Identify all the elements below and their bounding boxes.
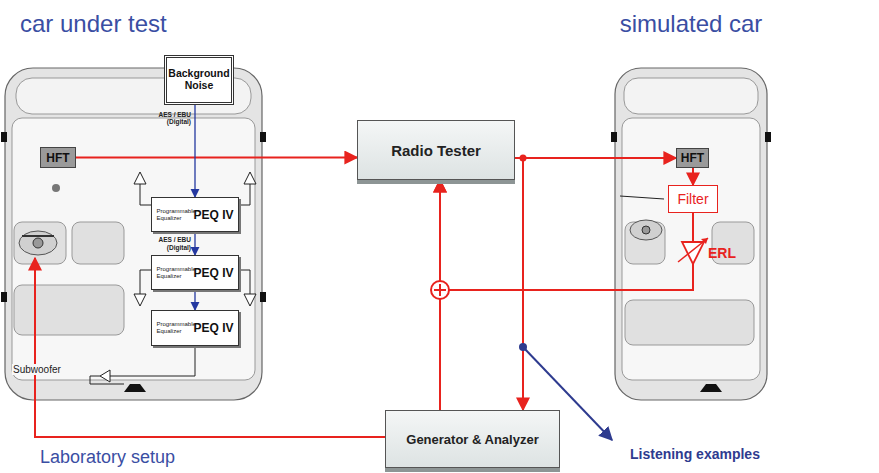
caption-label: Laboratory setup (40, 447, 175, 468)
node-text: Programmable Equalizer (156, 321, 190, 334)
radio-tester: Radio Tester (357, 120, 515, 180)
link-label: AES / EBU (Digital) (153, 111, 191, 125)
node-text: Programmable Equalizer (156, 208, 190, 221)
noise-source: Background Noise (164, 55, 234, 105)
node-text: Background Noise (167, 68, 231, 91)
node-text: Generator & Analyzer (406, 432, 538, 447)
filter-box: Filter (668, 185, 718, 213)
signal-line (692, 168, 694, 185)
generator-box: Generator & Analyzer (385, 410, 560, 468)
node-text: Programmable Equalizer (156, 266, 190, 279)
car-zone: simulated carHFTFilter (606, 6, 776, 46)
hft-unit: HFT (676, 148, 709, 168)
digital-link (194, 290, 195, 310)
summing-point (431, 281, 449, 299)
right-car-body (611, 68, 771, 400)
erl-amplifier (678, 238, 708, 264)
node-text: simulated car (620, 10, 763, 38)
signal-line (515, 157, 676, 159)
signal-line (515, 158, 523, 410)
node-text: PEQ IV (193, 321, 233, 335)
note-label: Listening examples (630, 446, 760, 462)
signal-line (76, 157, 357, 159)
node-text: HFT (681, 151, 704, 165)
node-text: car under test (20, 10, 167, 38)
node-text: Filter (677, 191, 708, 207)
car-zone: car under testHFTBackground NoiseProgram… (0, 6, 272, 46)
equalizer-box: Programmable EqualizerPEQ IV (151, 310, 239, 346)
erl-label: ERL (708, 245, 736, 261)
node-text: PEQ IV (193, 208, 233, 222)
junction-dot (519, 343, 527, 351)
junction-dot (520, 155, 527, 162)
amplifier-symbols (90, 172, 256, 384)
left-car-body (1, 68, 266, 400)
digital-link (194, 105, 195, 197)
node-text: HFT (46, 151, 69, 165)
node-text: PEQ IV (193, 266, 233, 280)
hft-unit: HFT (40, 147, 76, 168)
signal-line (440, 180, 693, 290)
node-text: Radio Tester (391, 142, 481, 159)
equalizer-box: Programmable EqualizerPEQ IV (151, 255, 239, 290)
link-label: AES / EBU (Digital) (153, 236, 191, 250)
part-label: Subwoofer (12, 364, 62, 375)
equalizer-box: Programmable EqualizerPEQ IV (151, 197, 239, 232)
digital-link (194, 232, 195, 255)
